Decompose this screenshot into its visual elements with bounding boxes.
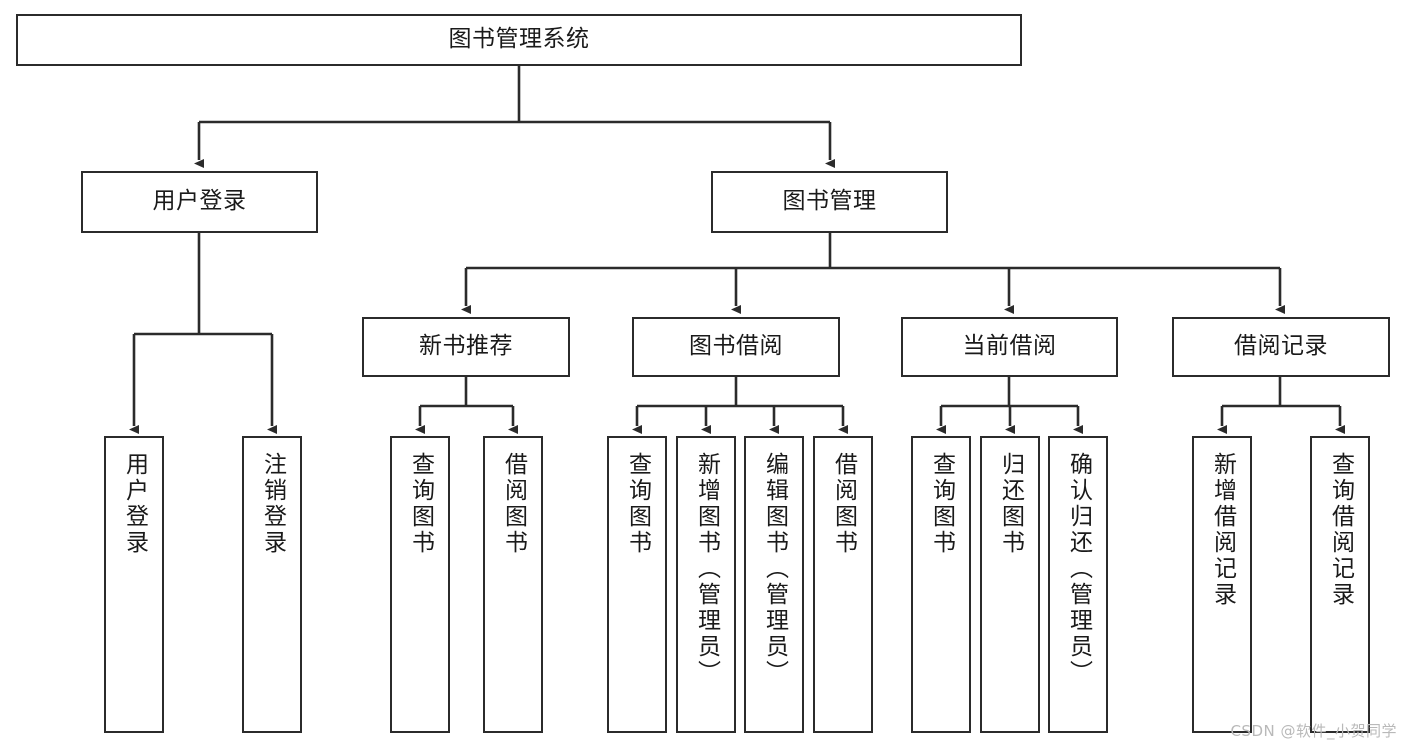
node-leaf-add-record[interactable]: 新增借阅记录	[1192, 436, 1252, 733]
node-borrow-record[interactable]: 借阅记录	[1172, 317, 1390, 377]
node-leaf-query-book-3[interactable]: 查询图书	[911, 436, 971, 733]
node-current-borrow[interactable]: 当前借阅	[901, 317, 1118, 377]
node-leaf-edit-book[interactable]: 编辑图书（管理员）	[744, 436, 804, 733]
node-book-manage[interactable]: 图书管理	[711, 171, 948, 233]
node-book-borrow-label: 图书借阅	[689, 333, 783, 360]
node-leaf-query-record-label: 查询借阅记录	[1327, 452, 1354, 608]
node-leaf-add-record-label: 新增借阅记录	[1209, 452, 1236, 608]
node-current-borrow-label: 当前借阅	[962, 333, 1057, 360]
node-leaf-user-login-label: 用户登录	[121, 452, 148, 556]
node-borrow-record-label: 借阅记录	[1234, 333, 1328, 360]
node-leaf-confirm-return-label: 确认归还（管理员）	[1065, 452, 1092, 686]
node-leaf-return-book-label: 归还图书	[997, 452, 1024, 556]
node-leaf-borrow-book-2[interactable]: 借阅图书	[813, 436, 873, 733]
node-leaf-add-book[interactable]: 新增图书（管理员）	[676, 436, 736, 733]
node-new-book-recommend-label: 新书推荐	[419, 333, 513, 360]
node-leaf-query-book-2[interactable]: 查询图书	[607, 436, 667, 733]
node-new-book-recommend[interactable]: 新书推荐	[362, 317, 570, 377]
node-leaf-logout-label: 注销登录	[259, 452, 286, 556]
node-leaf-user-login[interactable]: 用户登录	[104, 436, 164, 733]
node-leaf-borrow-book-1[interactable]: 借阅图书	[483, 436, 543, 733]
watermark-text: CSDN @软件_小贺同学	[1230, 722, 1397, 740]
node-leaf-add-book-label: 新增图书（管理员）	[693, 452, 720, 686]
node-book-manage-label: 图书管理	[782, 188, 877, 215]
node-user-login[interactable]: 用户登录	[81, 171, 318, 233]
node-user-login-label: 用户登录	[152, 188, 247, 215]
node-leaf-logout[interactable]: 注销登录	[242, 436, 302, 733]
node-leaf-return-book[interactable]: 归还图书	[980, 436, 1040, 733]
node-root-label: 图书管理系统	[448, 26, 590, 53]
node-leaf-edit-book-label: 编辑图书（管理员）	[761, 452, 788, 686]
node-leaf-borrow-book-1-label: 借阅图书	[500, 452, 527, 556]
node-root[interactable]: 图书管理系统	[16, 14, 1022, 66]
node-leaf-borrow-book-2-label: 借阅图书	[830, 452, 857, 556]
node-leaf-query-book-1-label: 查询图书	[407, 452, 434, 556]
node-leaf-query-book-3-label: 查询图书	[928, 452, 955, 556]
node-leaf-query-record[interactable]: 查询借阅记录	[1310, 436, 1370, 733]
node-leaf-query-book-1[interactable]: 查询图书	[390, 436, 450, 733]
node-leaf-confirm-return[interactable]: 确认归还（管理员）	[1048, 436, 1108, 733]
node-leaf-query-book-2-label: 查询图书	[624, 452, 651, 556]
node-book-borrow[interactable]: 图书借阅	[632, 317, 840, 377]
